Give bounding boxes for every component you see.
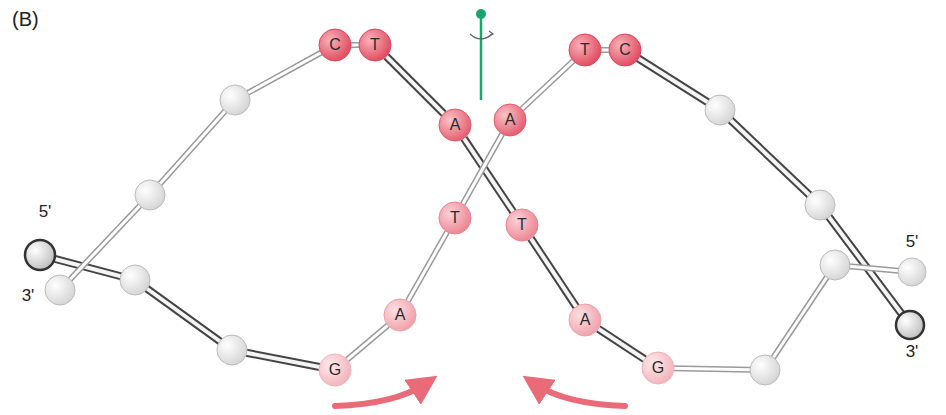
base-letter: C	[318, 28, 352, 62]
backbone-bond	[351, 45, 359, 46]
base-letter: T	[438, 201, 472, 235]
base-letter: A	[438, 108, 472, 142]
base-ball: C	[608, 33, 642, 67]
base-ball: T	[358, 28, 392, 62]
base-ball: A	[493, 103, 527, 137]
base-ball: A	[383, 298, 417, 332]
base-letter: A	[493, 103, 527, 137]
base-letter: A	[383, 298, 417, 332]
strand-end-ball	[25, 240, 924, 339]
backbone-bond	[601, 50, 609, 51]
base-letter: G	[641, 351, 675, 385]
backbone-bond	[386, 56, 443, 113]
backbone-bond	[464, 138, 513, 211]
backbone-thin	[60, 45, 912, 370]
strand-end-label: 5'	[906, 232, 919, 252]
base-ball: G	[641, 351, 675, 385]
base-letter: T	[505, 208, 539, 242]
base-ball: A	[438, 108, 472, 142]
base-ball: G	[318, 353, 352, 387]
base-ball: T	[568, 33, 602, 67]
base-ball: C	[318, 28, 352, 62]
panel-label: (B)	[12, 8, 39, 31]
base-ball: A	[568, 303, 602, 337]
strand-end-label: 5'	[39, 202, 52, 222]
rotation-arrow	[335, 384, 625, 406]
strand-end-label: 3'	[22, 286, 35, 306]
base-letter: G	[318, 353, 352, 387]
base-letter: C	[608, 33, 642, 67]
base-ball: T	[505, 208, 539, 242]
backbone-thick	[40, 50, 910, 370]
base-letter: T	[358, 28, 392, 62]
base-ball: T	[438, 201, 472, 235]
nucleotide-ball	[45, 85, 926, 385]
symmetry-axis	[470, 9, 493, 100]
base-letter: A	[568, 303, 602, 337]
backbone-bond	[463, 134, 502, 204]
backbone-bond	[522, 61, 574, 109]
backbone-bond	[347, 325, 388, 359]
backbone-bond	[598, 329, 644, 359]
base-letter: T	[568, 33, 602, 67]
backbone-bond	[531, 238, 576, 306]
backbone-bond	[408, 232, 447, 301]
strand-end-label: 3'	[906, 342, 919, 362]
